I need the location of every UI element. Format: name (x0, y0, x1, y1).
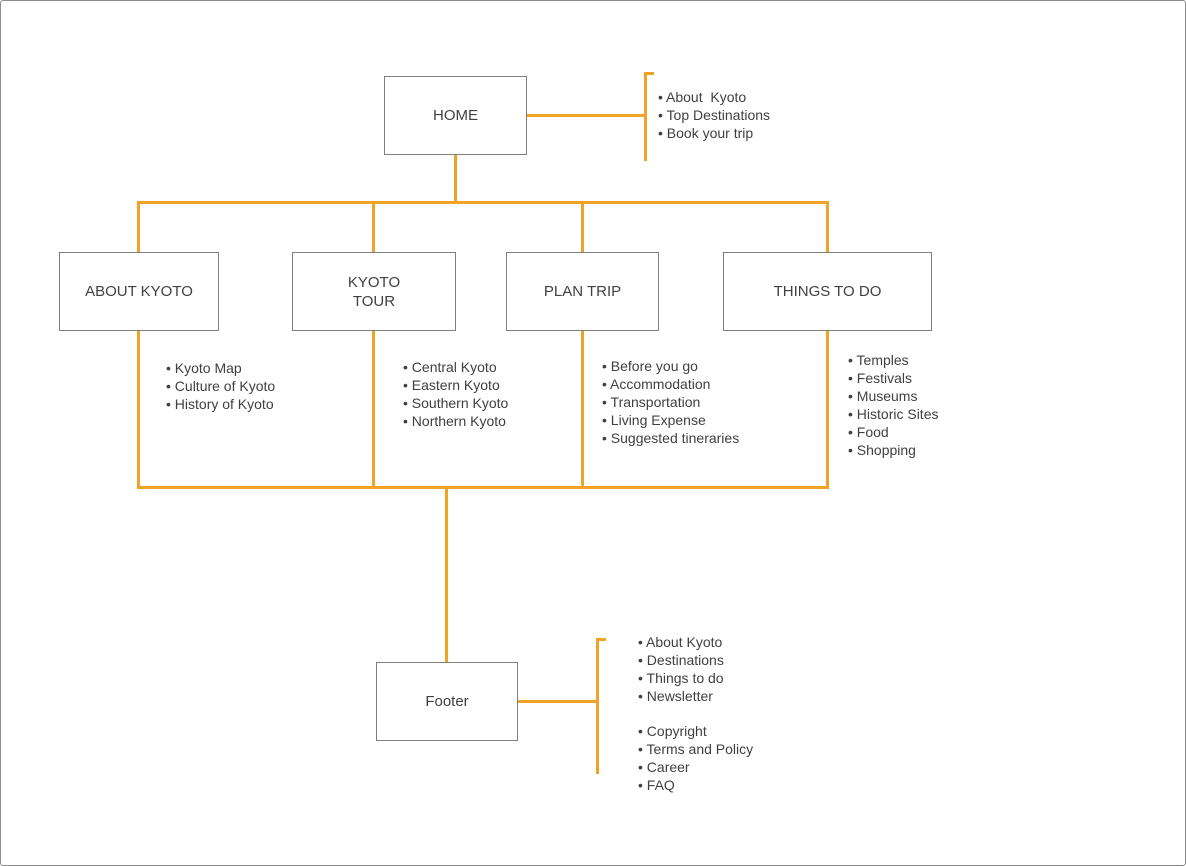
home-sublist: • About Kyoto • Top Destinations • Book yo… (658, 88, 770, 142)
about-kyoto-sublist: • Kyoto Map • Culture of Kyoto • History o… (166, 359, 275, 413)
node-about-kyoto-label: ABOUT KYOTO (85, 283, 193, 300)
list-item: • Central Kyoto (403, 359, 497, 375)
list-item: • Food (848, 424, 889, 440)
home-bracket-vertical (644, 72, 647, 161)
list-item: • Northern Kyoto (403, 413, 506, 429)
footer-sublist-top: • About Kyoto • Destinations • Things to d… (638, 633, 724, 705)
connector-bottom-rail (137, 486, 829, 489)
connector-below-kyoto-tour (372, 330, 375, 489)
list-item: • Newsletter (638, 688, 713, 704)
list-item: • FAQ (638, 777, 675, 793)
list-item: • Book your trip (658, 125, 754, 141)
connector-below-things-to-do (826, 330, 829, 489)
list-item: • Eastern Kyoto (403, 377, 500, 393)
footer-sublist-bottom: • Copyright • Terms and Policy • Career • F… (638, 722, 753, 794)
footer-bracket-vertical (596, 638, 599, 774)
footer-bracket-tick (596, 638, 606, 641)
connector-top-rail (137, 201, 829, 204)
node-things-to-do-label: THINGS TO DO (773, 283, 882, 300)
list-item: • Suggested tineraries (602, 430, 740, 446)
connector-drop-things-to-do (826, 201, 829, 253)
list-item: • Festivals (848, 370, 913, 386)
plan-trip-sublist: • Before you go • Accommodation • Transpor… (602, 357, 739, 447)
list-item: • Terms and Policy (638, 741, 754, 757)
node-home-label: HOME (433, 107, 478, 124)
node-footer-label: Footer (425, 693, 469, 710)
list-item: • Southern Kyoto (403, 395, 509, 411)
connector-below-about-kyoto (137, 330, 140, 489)
list-item: • Kyoto Map (166, 360, 242, 376)
list-item: • Shopping (848, 442, 916, 458)
connector-drop-about-kyoto (137, 201, 140, 253)
node-home[interactable]: HOME (384, 76, 527, 155)
connector-drop-kyoto-tour (372, 201, 375, 253)
node-plan-trip[interactable]: PLAN TRIP (506, 252, 659, 331)
node-kyoto-tour[interactable]: KYOTO TOUR (292, 252, 456, 331)
list-item: • Destinations (638, 652, 724, 668)
home-bracket-tick (644, 72, 654, 75)
list-item: • Historic Sites (848, 406, 939, 422)
kyoto-tour-sublist: • Central Kyoto • Eastern Kyoto • Southern… (403, 358, 508, 430)
node-footer[interactable]: Footer (376, 662, 518, 741)
node-kyoto-tour-label: KYOTO TOUR (347, 273, 401, 310)
connector-footer-drop (445, 486, 448, 662)
list-item: • Temples (848, 352, 909, 368)
node-things-to-do[interactable]: THINGS TO DO (723, 252, 932, 331)
list-item: • History of Kyoto (166, 396, 274, 412)
list-item: • Things to do (638, 670, 724, 686)
things-to-do-sublist: • Temples • Festivals • Museums • Historic … (848, 351, 938, 459)
connector-drop-plan-trip (581, 201, 584, 253)
list-item: • Copyright (638, 723, 707, 739)
list-item: • Museums (848, 388, 918, 404)
connector-home-stub (454, 154, 457, 203)
list-item: • Career (638, 759, 690, 775)
connector-home-bracket-link (526, 114, 646, 117)
list-item: • Top Destinations (658, 107, 771, 123)
list-item: • About Kyoto (658, 89, 747, 105)
node-plan-trip-label: PLAN TRIP (543, 283, 622, 300)
list-item: • Before you go (602, 358, 698, 374)
list-item: • Accommodation (602, 376, 711, 392)
connector-below-plan-trip (581, 330, 584, 489)
connector-footer-bracket-link (517, 700, 598, 703)
list-item: • Culture of Kyoto (166, 378, 276, 394)
list-item: • Transportation (602, 394, 701, 410)
node-about-kyoto[interactable]: ABOUT KYOTO (59, 252, 219, 331)
list-item: • Living Expense (602, 412, 706, 428)
list-item: • About Kyoto (638, 634, 723, 650)
